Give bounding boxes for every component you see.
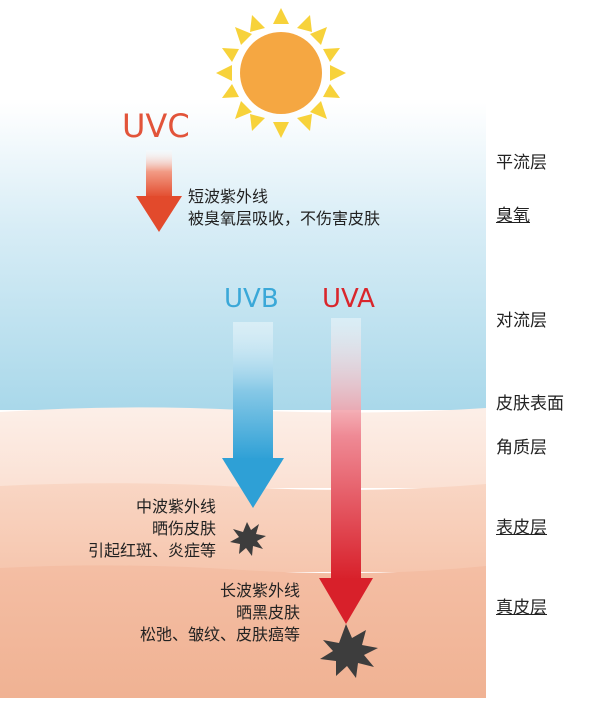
uvb-note: 中波紫外线 晒伤皮肤 引起红斑、炎症等 [88,496,216,562]
layer-label-stratosphere: 平流层 [496,153,547,173]
uvb-note-line: 晒伤皮肤 [151,519,216,538]
uva-note-line: 晒黑皮肤 [235,603,300,622]
layer-label-skin-surface: 皮肤表面 [496,394,564,414]
uvc-arrow [136,150,182,232]
uva-arrow [319,318,373,624]
uva-note: 长波紫外线 晒黑皮肤 松弛、皱纹、皮肤癌等 [140,580,300,646]
layer-label-epidermis: 表皮层 [496,518,547,538]
uvc-note: 短波紫外线 被臭氧层吸收，不伤害皮肤 [188,186,380,230]
layer-label-dermis: 真皮层 [496,598,547,618]
layer-label-ozone: 臭氧 [496,206,530,226]
damage-burst-icon [320,624,378,678]
uvb-note-line: 引起红斑、炎症等 [87,541,216,560]
uva-note-line: 长波紫外线 [219,581,300,600]
uva-label: UVA [322,284,375,314]
uvb-arrow [222,322,284,508]
uva-note-line: 松弛、皱纹、皮肤癌等 [139,625,300,644]
epidermis-layer [0,483,486,572]
layer-label-troposphere: 对流层 [496,311,547,331]
layer-label-stratum-corneum: 角质层 [496,438,547,458]
uvc-label: UVC [122,107,190,145]
damage-burst-icon [230,522,266,556]
sun-icon [216,8,346,138]
uvb-note-line: 中波紫外线 [135,497,216,516]
uvc-note-line: 被臭氧层吸收，不伤害皮肤 [188,209,381,228]
dermis-layer [0,565,486,698]
uvc-note-line: 短波紫外线 [188,187,269,206]
uvb-label: UVB [224,284,279,314]
